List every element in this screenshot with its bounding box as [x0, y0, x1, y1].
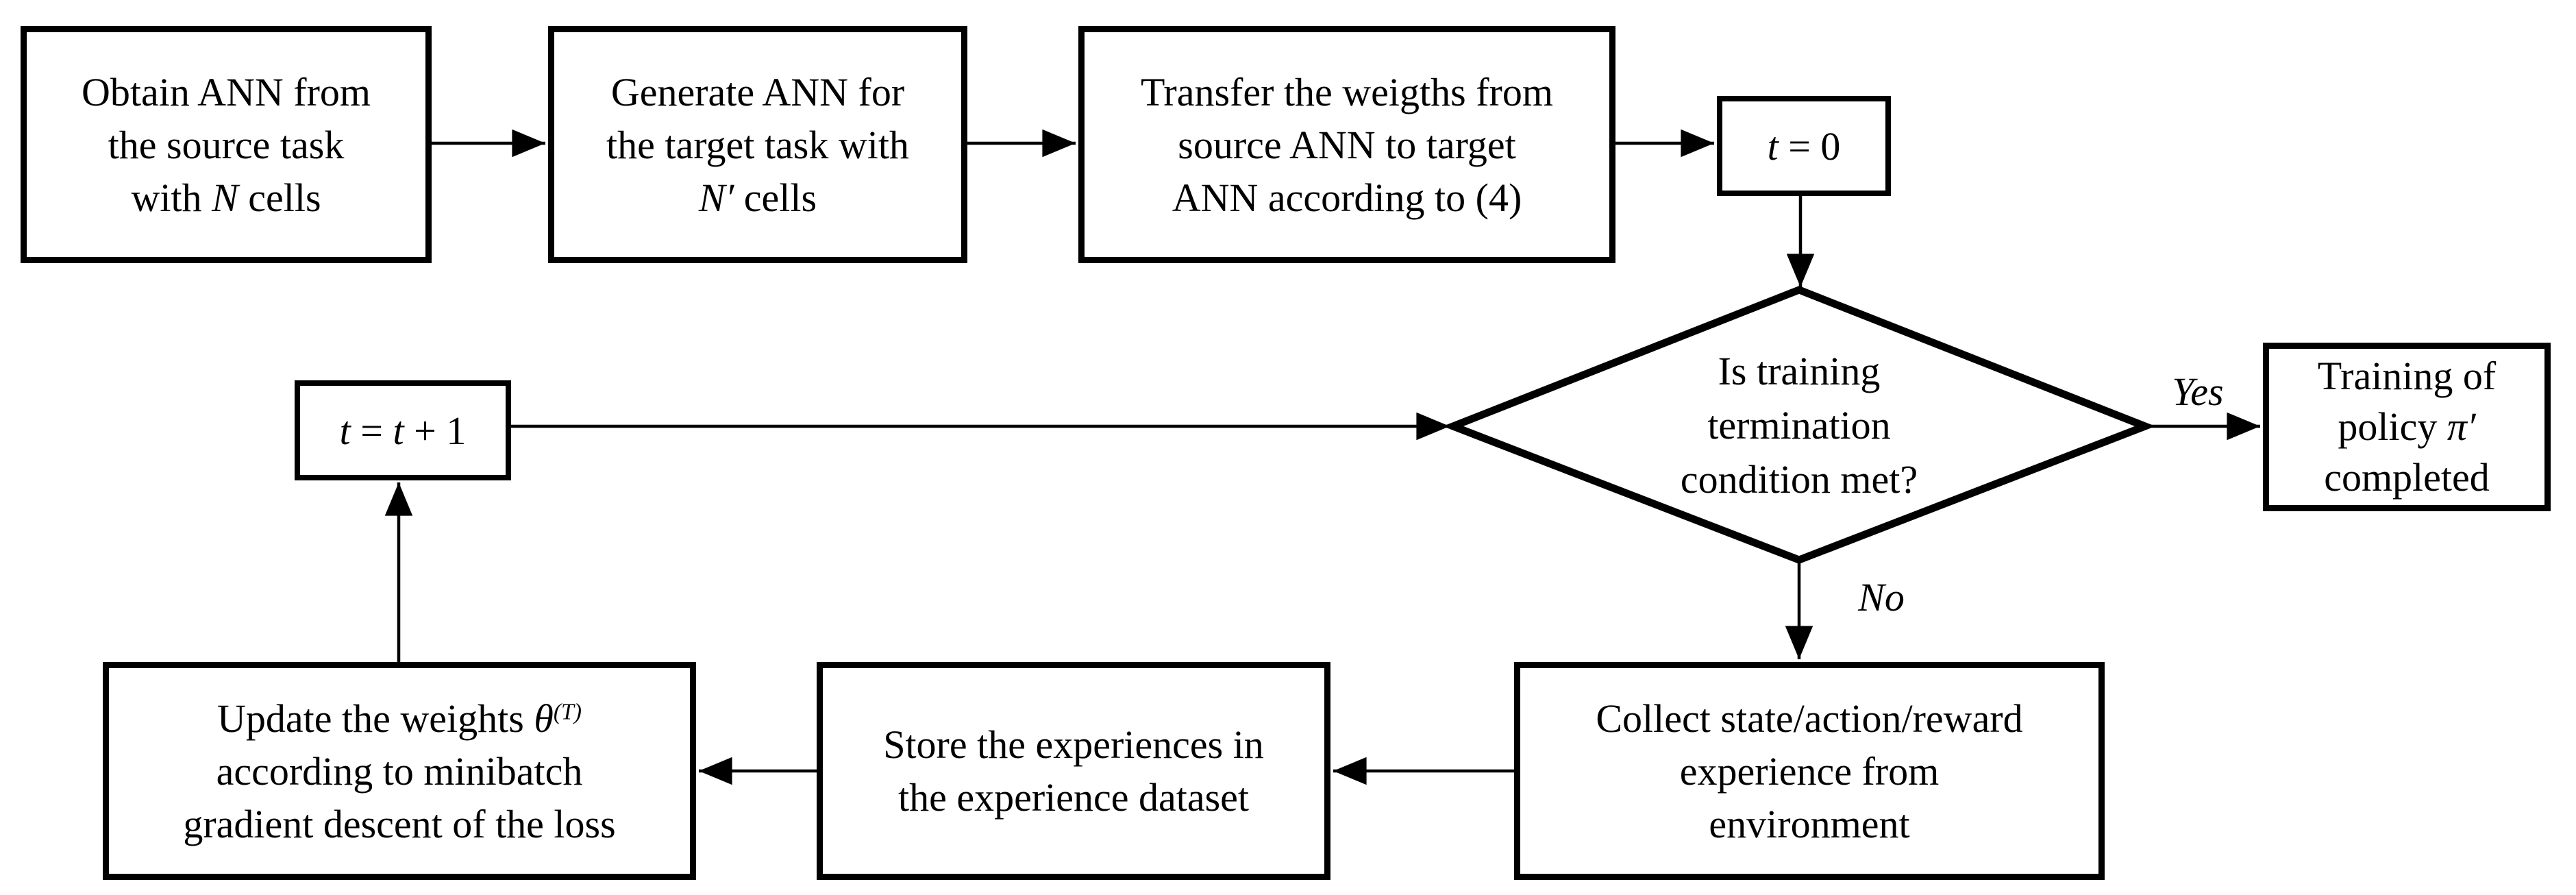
node-collect-experience: Collect state/action/reward experience f…: [1514, 662, 2105, 880]
node-transfer-line1: Transfer the weigths from: [1141, 69, 1553, 114]
node-update-line2: according to minibatch: [216, 748, 583, 794]
node-obtain-line1: Obtain ANN from: [81, 69, 371, 114]
node-training-completed: Training of policy π′ completed: [2263, 343, 2551, 511]
node-transfer-line3: ANN according to (4): [1172, 175, 1522, 220]
node-collect-line2: experience from: [1679, 748, 1940, 794]
edge-label-no: No: [1858, 575, 1905, 620]
decision-label: Is training termination condition met?: [1621, 339, 1977, 511]
node-t-increment: t = t + 1: [295, 380, 511, 480]
node-generate-line2: the target task with: [606, 122, 909, 167]
node-transfer-line2: source ANN to target: [1178, 122, 1516, 167]
node-collect-line1: Collect state/action/reward: [1596, 696, 2023, 741]
node-store-line2: the experience dataset: [897, 775, 1250, 820]
node-obtain-ann: Obtain ANN from the source task with N c…: [21, 26, 432, 263]
node-generate-line1: Generate ANN for: [610, 69, 905, 114]
node-training-line1: Training of: [2317, 354, 2497, 398]
node-obtain-line3: with N cells: [131, 175, 321, 220]
var-N: N: [212, 175, 238, 220]
node-generate-ann: Generate ANN for the target task with N′…: [548, 26, 967, 263]
var-theta: θ: [534, 696, 554, 741]
node-training-line2: policy π′: [2338, 404, 2476, 449]
node-transfer-weights: Transfer the weigths from source ANN to …: [1078, 26, 1615, 263]
decision-line1: Is training: [1718, 348, 1881, 393]
edge-label-yes: Yes: [2172, 369, 2224, 414]
decision-line2: termination: [1707, 402, 1891, 448]
node-collect-line3: environment: [1709, 801, 1910, 846]
node-t0-label: t = 0: [1767, 123, 1841, 169]
node-t-equals-0: t = 0: [1717, 96, 1891, 196]
node-update-line3: gradient descent of the loss: [183, 801, 616, 846]
node-training-line3: completed: [2324, 455, 2490, 500]
node-update-line1: Update the weights θ(T): [217, 696, 582, 741]
var-pi-prime: π′: [2447, 404, 2476, 449]
node-store-experiences: Store the experiences in the experience …: [817, 662, 1330, 880]
decision-diamond: [1442, 286, 2156, 564]
node-generate-line3: N′ cells: [698, 175, 817, 220]
var-N-prime: N′: [698, 175, 734, 220]
decision-line3: condition met?: [1680, 456, 1918, 502]
node-store-line1: Store the experiences in: [883, 722, 1264, 767]
node-update-weights: Update the weights θ(T) according to min…: [103, 662, 696, 880]
node-titer-label: t = t + 1: [339, 408, 467, 453]
var-theta-superscript-T: (T): [553, 699, 582, 724]
node-obtain-line2: the source task: [108, 122, 345, 167]
